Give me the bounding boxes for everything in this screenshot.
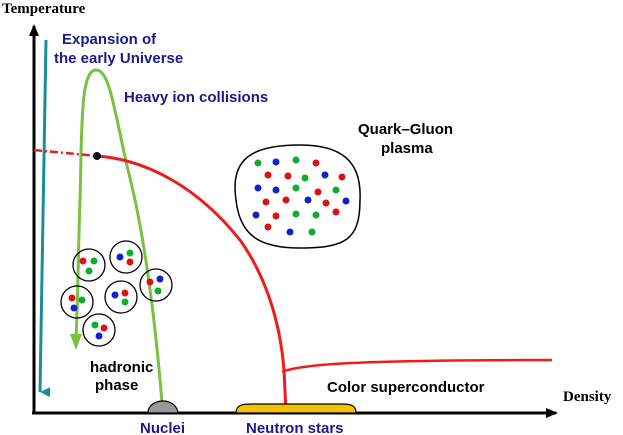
quark-dot xyxy=(254,159,262,167)
hadron xyxy=(109,240,143,274)
quark-dot xyxy=(252,211,260,219)
quark-dot xyxy=(121,289,129,297)
quark-dot xyxy=(321,171,329,179)
quark-dot xyxy=(272,158,280,166)
quark-dot xyxy=(264,171,272,179)
quark-dot xyxy=(154,287,162,295)
hadron xyxy=(82,313,116,347)
quark-dot xyxy=(264,223,272,231)
quark-dot xyxy=(312,211,320,219)
quark-dot xyxy=(272,212,280,220)
quark-dot xyxy=(126,258,134,266)
quark-dot xyxy=(286,228,294,236)
quark-dot xyxy=(116,253,124,261)
hadronic-label-line1: hadronic xyxy=(90,359,153,376)
quark-dot xyxy=(284,172,292,180)
quark-dot xyxy=(90,257,98,265)
qgp-quarks xyxy=(252,156,350,236)
quark-dot xyxy=(314,188,322,196)
quark-dot xyxy=(121,298,129,306)
critical-point xyxy=(93,152,101,160)
quark-dot xyxy=(332,186,340,194)
quark-dot xyxy=(68,294,76,302)
color-superconductor-boundary xyxy=(281,358,553,374)
quark-dot xyxy=(304,196,312,204)
quark-dot xyxy=(156,275,164,283)
quark-dot xyxy=(312,159,320,167)
phase-boundary xyxy=(96,154,288,413)
quark-dot xyxy=(301,174,309,182)
y-axis-label: Temperature xyxy=(2,1,86,17)
quark-dot xyxy=(111,291,119,299)
quark-dot xyxy=(78,296,86,304)
expansion-arrow xyxy=(38,39,51,398)
color-superconductor-label: Color superconductor xyxy=(327,379,485,396)
x-axis-label: Density xyxy=(563,389,612,405)
quark-dot xyxy=(95,332,103,340)
quark-dot xyxy=(342,197,350,205)
expansion-label-line2: the early Universe xyxy=(54,50,183,67)
qgp-label-line2: plasma xyxy=(381,140,433,157)
heavy-ion-label: Heavy ion collisions xyxy=(124,89,268,106)
quark-dot xyxy=(322,199,330,207)
expansion-label: Expansion of xyxy=(62,31,157,48)
collision-arrowhead xyxy=(70,334,82,350)
quark-dot xyxy=(292,156,300,164)
nucleus-blob xyxy=(147,400,179,414)
quark-dot xyxy=(262,198,270,206)
hadrons xyxy=(60,240,173,347)
hadronic-label-line2: phase xyxy=(95,377,138,394)
phase-boundary-dashed xyxy=(33,148,98,158)
quark-dot xyxy=(332,208,340,216)
quark-dot xyxy=(292,210,300,218)
neutron-star-band xyxy=(235,403,357,414)
quark-dot xyxy=(282,196,290,204)
quark-dot xyxy=(126,249,134,257)
nuclei-label: Nuclei xyxy=(140,420,185,435)
neutron-stars-label: Neutron stars xyxy=(246,420,344,435)
quark-dot xyxy=(254,184,262,192)
quark-dot xyxy=(70,304,78,312)
hadron xyxy=(72,248,106,282)
quark-dot xyxy=(85,267,93,275)
qgp-label-line1: Quark–Gluon xyxy=(358,121,453,138)
quark-dot xyxy=(91,321,99,329)
qgp-blob xyxy=(234,144,361,249)
quark-dot xyxy=(272,186,280,194)
collision-path xyxy=(74,68,164,404)
quark-dot xyxy=(292,184,300,192)
quark-dot xyxy=(79,257,87,265)
hadron xyxy=(104,280,138,314)
quark-dot xyxy=(338,173,346,181)
quark-dot xyxy=(100,324,108,332)
quark-dot xyxy=(146,278,154,286)
quark-dot xyxy=(308,228,316,236)
hadron xyxy=(139,268,173,302)
hadron xyxy=(60,285,94,319)
